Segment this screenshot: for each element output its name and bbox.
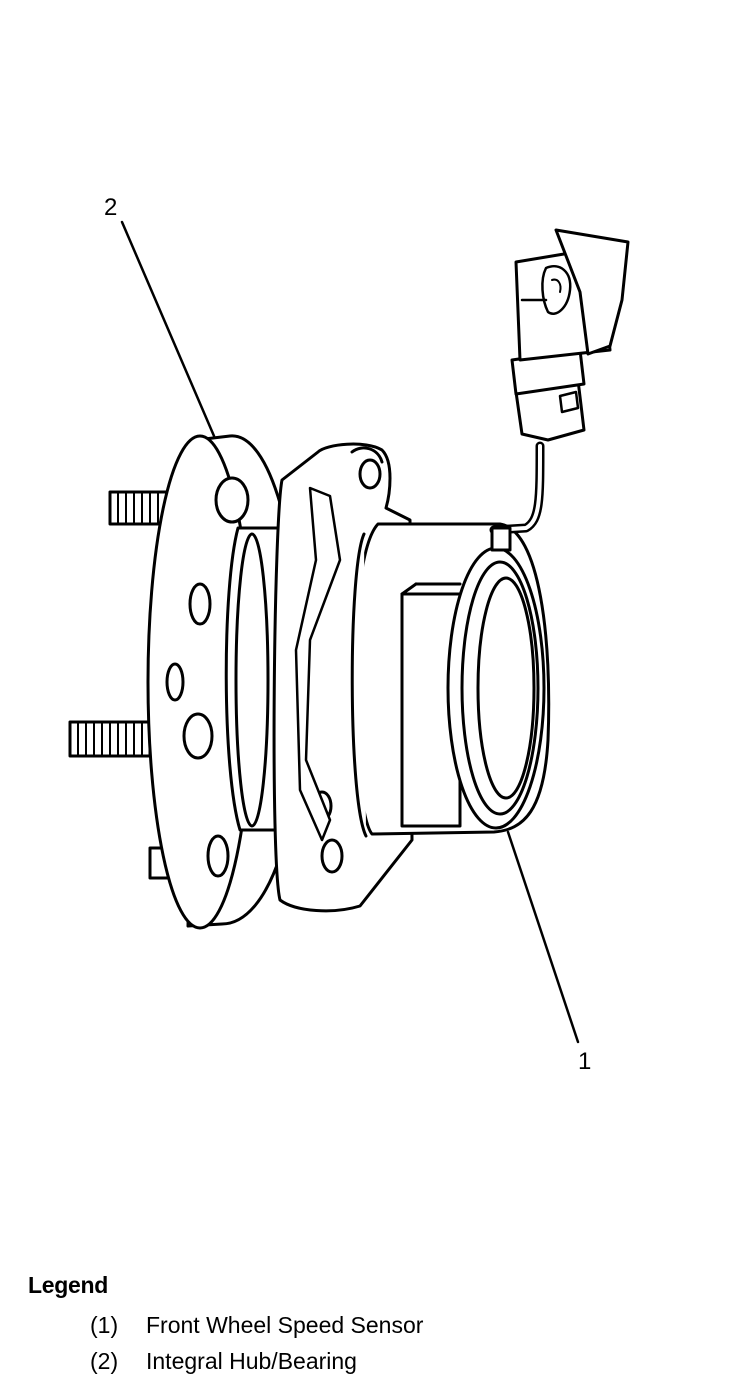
legend-item-number: (1)	[90, 1312, 119, 1338]
leader-line-1	[506, 830, 580, 1044]
legend: Legend (1) Front Wheel Speed Sensor (2) …	[28, 1272, 423, 1379]
callout-2: 2	[104, 194, 118, 221]
legend-item-number: (2)	[90, 1348, 119, 1374]
legend-item: (2) Integral Hub/Bearing	[90, 1343, 423, 1379]
legend-title: Legend	[28, 1272, 108, 1298]
callout-1: 1	[578, 1048, 592, 1075]
wheel-speed-sensor-connector	[489, 228, 630, 552]
legend-item-text: Integral Hub/Bearing	[146, 1348, 357, 1374]
sensor-ring	[446, 546, 546, 830]
legend-item: (1) Front Wheel Speed Sensor	[90, 1307, 423, 1343]
wheel-stud-lower	[68, 720, 152, 758]
leader-line-2	[120, 220, 216, 438]
legend-item-text: Front Wheel Speed Sensor	[146, 1312, 424, 1338]
